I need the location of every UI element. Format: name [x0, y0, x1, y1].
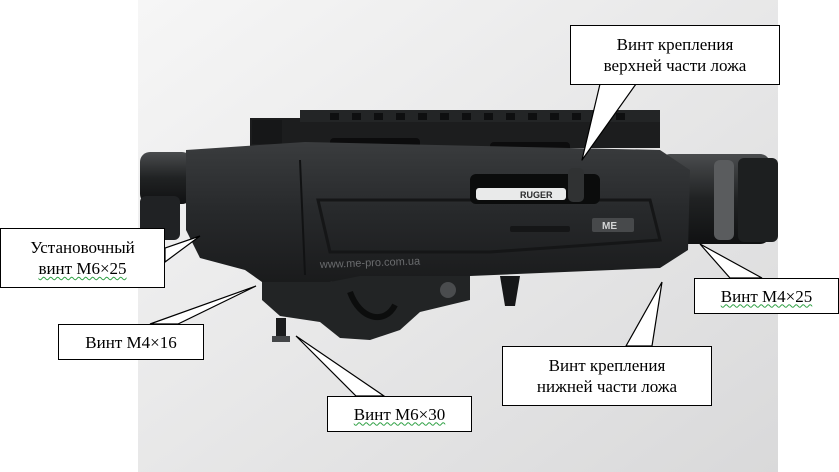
- callout-bottom-stock-screw: Винт крепления нижней части ложа: [502, 346, 712, 406]
- callout-screw-m4x25: Винт М4×25: [694, 278, 839, 314]
- callout-left-line2: винт М6×25: [38, 259, 127, 278]
- callout-bottom-line2: нижней части ложа: [536, 377, 678, 396]
- callout-screw-m4x16: Винт М4×16: [58, 324, 204, 360]
- leader-lines: [149, 83, 763, 397]
- brand-mark: RUGER: [520, 190, 553, 200]
- callout-top-stock-screw: Винт крепления верхней части ложа: [570, 25, 780, 85]
- logo-mark: ME: [602, 221, 617, 232]
- engraving-url: www.me-pro.com.ua: [319, 255, 421, 271]
- callout-m4x16-text: Винт М4×16: [85, 332, 177, 352]
- trigger-group: [262, 276, 520, 342]
- callout-left-line1: Установочный: [30, 238, 135, 257]
- callout-m4x25-text: Винт М4×25: [720, 286, 813, 306]
- callout-top-line1: Винт крепления: [616, 35, 734, 54]
- callout-top-line2: верхней части ложа: [603, 56, 747, 75]
- callout-set-screw: Установочный винт М6×25: [0, 228, 165, 288]
- callout-m6x30-text: Винт М6×30: [353, 404, 446, 424]
- callout-screw-m6x30: Винт М6×30: [327, 396, 472, 432]
- callout-bottom-line1: Винт крепления: [548, 356, 666, 375]
- receiver-body: [186, 142, 690, 282]
